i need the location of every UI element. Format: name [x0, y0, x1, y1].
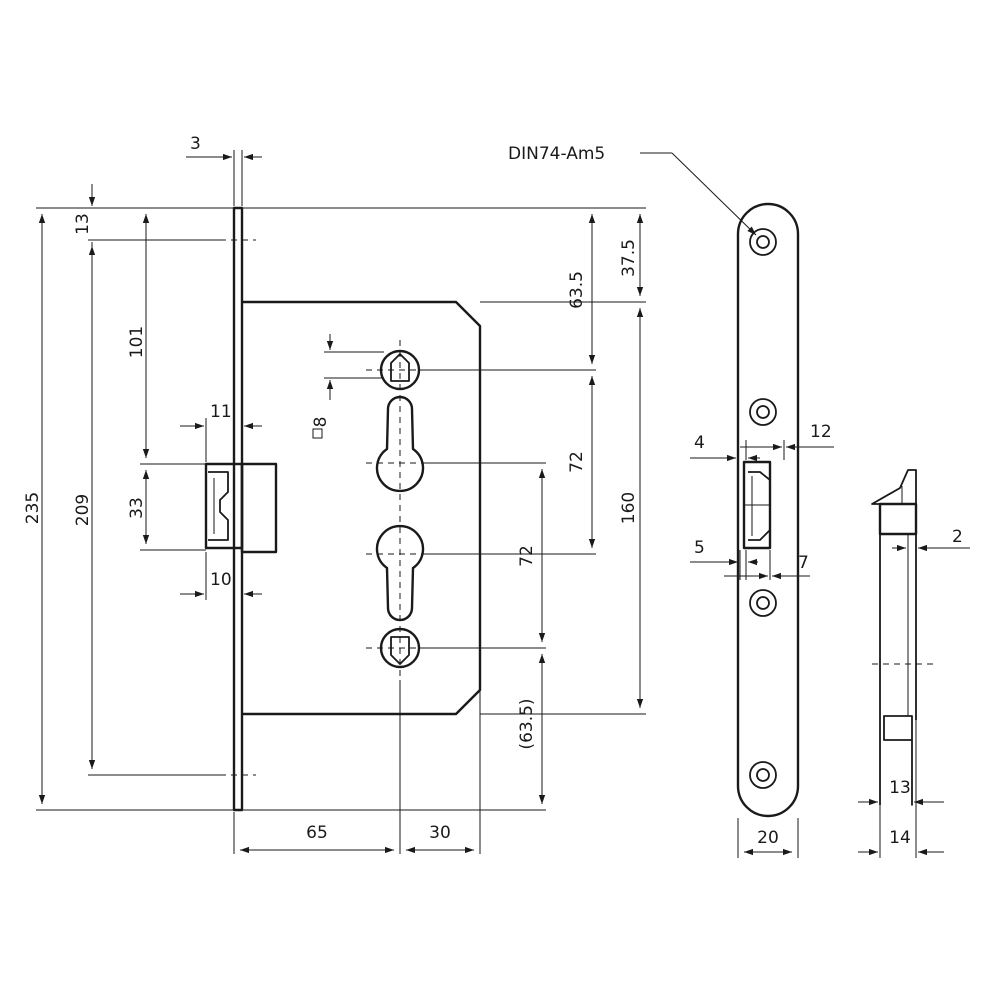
dim-10: 10: [210, 570, 232, 590]
square-symbol: [312, 428, 323, 439]
dim-5: 5: [694, 538, 705, 558]
dim-72-upper: 72: [567, 451, 587, 473]
dim-12: 12: [810, 422, 832, 442]
dim-20: 20: [757, 828, 779, 848]
dim-2: 2: [952, 527, 963, 547]
dim-13: 13: [73, 213, 93, 235]
screw-hole-2: [749, 398, 777, 426]
latch-nose: [871, 469, 917, 505]
dim-72-lower: 72: [517, 545, 537, 567]
dim-13-side: 13: [889, 778, 911, 798]
faceplate-outline: [736, 202, 800, 818]
screw-hole-3: [749, 589, 777, 617]
front-view: 3 13 101 11 33 209 235 10 8 63.5 37.5 72…: [23, 134, 646, 854]
dim-3: 3: [190, 134, 201, 154]
dim-37-5: 37.5: [619, 239, 639, 277]
dim-63-5: 63.5: [567, 271, 587, 309]
screw-hole-top: [749, 228, 777, 256]
dim-8: 8: [311, 417, 331, 428]
side-body: [878, 502, 918, 536]
callout-din74-am5: DIN74-Am5: [508, 144, 605, 164]
dim-160: 160: [619, 492, 639, 524]
dim-235: 235: [23, 492, 43, 524]
screw-hole-bottom: [749, 761, 777, 789]
dim-65: 65: [306, 823, 328, 843]
dim-7: 7: [798, 553, 809, 573]
side-view: 2 13 14: [858, 469, 970, 858]
faceplate-view: DIN74-Am5 4 12 5 7 20: [508, 144, 834, 858]
dim-101: 101: [127, 326, 147, 358]
dim-33: 33: [127, 497, 147, 519]
keyhole-lower: [375, 524, 425, 622]
keyhole-upper: [375, 395, 425, 493]
dim-14: 14: [889, 828, 911, 848]
lock-case: [242, 300, 482, 716]
dim-63-5-reference: (63.5): [517, 698, 537, 749]
dim-11: 11: [210, 402, 232, 422]
latch-opening: [742, 460, 772, 550]
dim-30: 30: [429, 823, 451, 843]
latch-bolt: [204, 462, 278, 554]
dim-209: 209: [73, 494, 93, 526]
dim-4: 4: [694, 433, 705, 453]
